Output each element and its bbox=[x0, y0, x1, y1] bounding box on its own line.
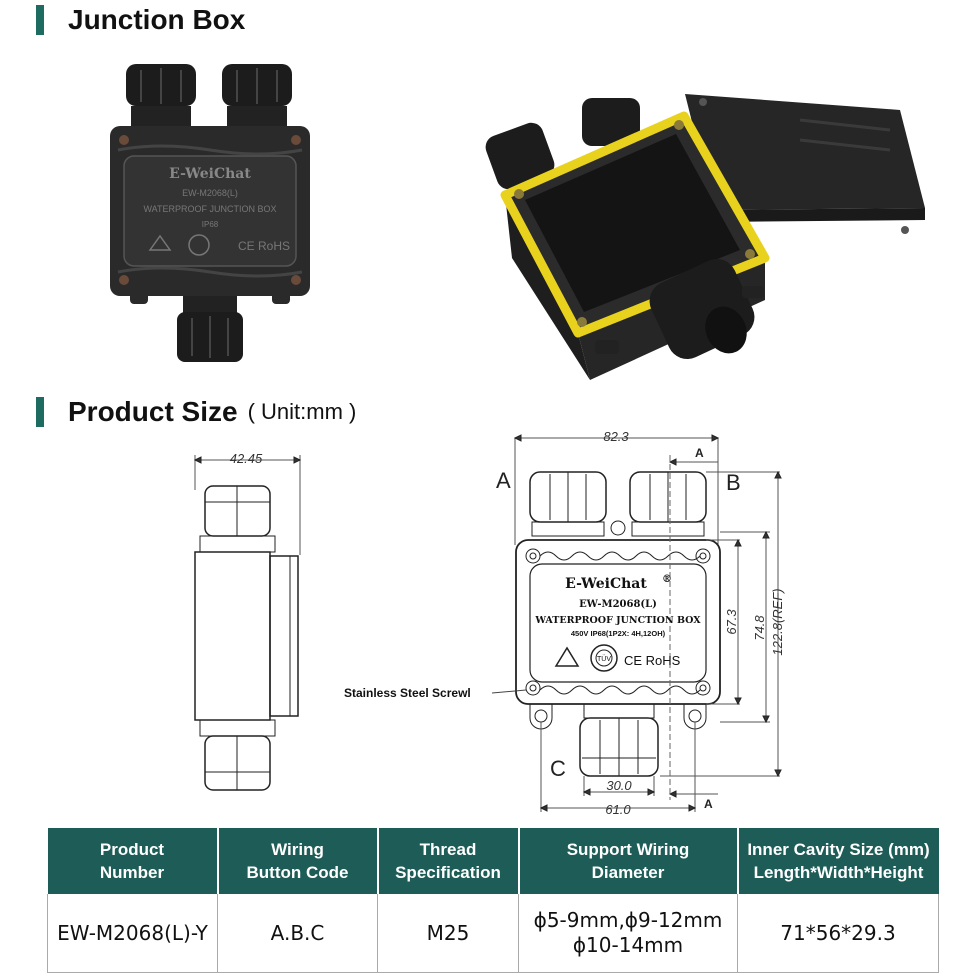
junction-box-heading: Junction Box bbox=[36, 4, 245, 36]
photo-marks: CE RoHS bbox=[238, 239, 290, 253]
product-size-unit: ( Unit:mm ) bbox=[247, 399, 357, 424]
certification-triangle-icon bbox=[148, 234, 172, 251]
product-photos: E-WeiChat EW-M2068(L) WATERPROOF JUNCTIO… bbox=[110, 64, 925, 380]
photo-ratings: IP68 bbox=[202, 220, 219, 229]
gland-label-b: B bbox=[726, 470, 741, 495]
header-support-wiring-diameter: Support Wiring Diameter bbox=[518, 828, 739, 894]
screw-callout: Stainless Steel Screwl bbox=[344, 686, 471, 700]
certification-triangle-icon bbox=[554, 646, 580, 667]
photo-line: WATERPROOF JUNCTION BOX bbox=[143, 204, 276, 214]
dim-top-width: 82.3 bbox=[603, 429, 629, 444]
tuv-mark-icon bbox=[590, 644, 618, 672]
front-line: WATERPROOF JUNCTION BOX bbox=[534, 615, 701, 626]
dim-bottom-mount: 61.0 bbox=[605, 802, 631, 817]
front-ratings: 450V IP68(1P2X: 4H,12OH) bbox=[571, 629, 666, 638]
section-mark-bottom: A bbox=[704, 797, 713, 811]
cell-thread-specification: M25 bbox=[377, 894, 519, 973]
closed-box-photo: E-WeiChat EW-M2068(L) WATERPROOF JUNCTIO… bbox=[110, 64, 310, 362]
product-size-title: Product Size bbox=[68, 396, 238, 427]
product-size-heading: Product Size ( Unit:mm ) bbox=[36, 396, 356, 428]
spec-table-header-row: Product Number Wiring Button Code Thread… bbox=[47, 828, 939, 894]
open-box-photo bbox=[485, 94, 925, 380]
tuv-mark-icon bbox=[188, 234, 210, 256]
front-brand-mark: ® bbox=[662, 574, 672, 585]
cell-wiring-button-code: A.B.C bbox=[217, 894, 378, 973]
table-row: EW-M2068(L)-Y A.B.C M25 ϕ5-9mm,ϕ9-12mm ϕ… bbox=[47, 894, 939, 973]
heading-accent-bar bbox=[36, 5, 44, 35]
dim-height-outer: 74.8 bbox=[752, 615, 767, 641]
header-thread-specification: Thread Specification bbox=[377, 828, 520, 894]
photo-model: EW-M2068(L) bbox=[182, 188, 238, 198]
dim-side-width: 42.45 bbox=[230, 451, 263, 466]
front-brand: E-WeiChat bbox=[565, 576, 647, 592]
header-wiring-button-code: Wiring Button Code bbox=[217, 828, 379, 894]
front-view bbox=[491, 434, 782, 812]
gland-label-a: A bbox=[496, 468, 511, 493]
heading-accent-bar-2 bbox=[36, 397, 44, 427]
spec-table: Product Number Wiring Button Code Thread… bbox=[47, 828, 939, 973]
junction-box-title: Junction Box bbox=[68, 4, 246, 35]
front-model: EW-M2068(L) bbox=[579, 599, 657, 610]
gland-label-c: C bbox=[550, 756, 566, 781]
tuv-mark-text: TÜV bbox=[597, 655, 611, 663]
side-view bbox=[193, 455, 302, 791]
section-mark-top: A bbox=[695, 446, 704, 460]
cell-product-number: EW-M2068(L)-Y bbox=[47, 894, 218, 973]
header-product-number: Product Number bbox=[47, 828, 219, 894]
front-marks: CE RoHS bbox=[624, 653, 681, 668]
photo-brand: E-WeiChat bbox=[169, 166, 251, 182]
dim-height-total: 122.8(REF) bbox=[770, 588, 785, 655]
header-inner-cavity-size: Inner Cavity Size (mm) Length*Width*Heig… bbox=[737, 828, 939, 894]
dim-height-inner: 67.3 bbox=[724, 609, 739, 635]
cell-inner-cavity-size: 71*56*29.3 bbox=[737, 894, 939, 973]
cell-support-wiring-diameter: ϕ5-9mm,ϕ9-12mm ϕ10-14mm bbox=[518, 894, 738, 973]
dim-bottom-gland: 30.0 bbox=[606, 778, 632, 793]
dimension-drawing: 42.45 82.3 A A A B C 30.0 61.0 67.3 74.8… bbox=[193, 429, 785, 817]
